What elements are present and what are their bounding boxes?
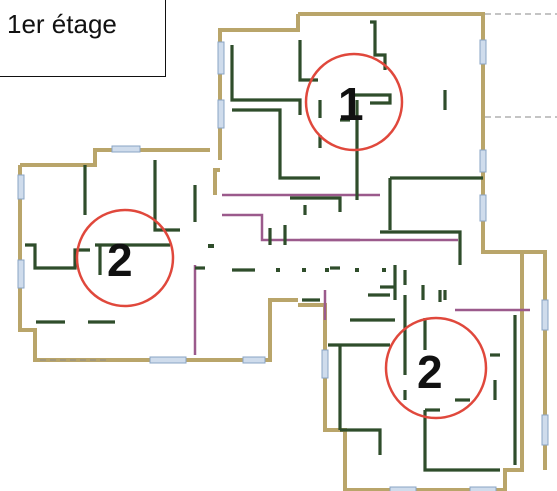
- marker-2a-label: 2: [107, 234, 133, 286]
- floor-title: 1er étage: [7, 9, 117, 39]
- interior-walls: [25, 20, 517, 472]
- partition-walls: [193, 193, 530, 355]
- floor-label-box: 1er étage: [0, 0, 166, 77]
- marker-2b: 2: [384, 316, 488, 420]
- marker-1-label: 1: [338, 78, 364, 130]
- windows: [17, 39, 549, 491]
- fixtures: [208, 244, 386, 272]
- balcony-lines: [40, 13, 557, 361]
- marker-2a: 2: [75, 208, 175, 308]
- marker-2b-label: 2: [417, 346, 443, 398]
- marker-1: 1: [304, 52, 404, 152]
- apartment-markers: 1 2 2: [75, 52, 488, 420]
